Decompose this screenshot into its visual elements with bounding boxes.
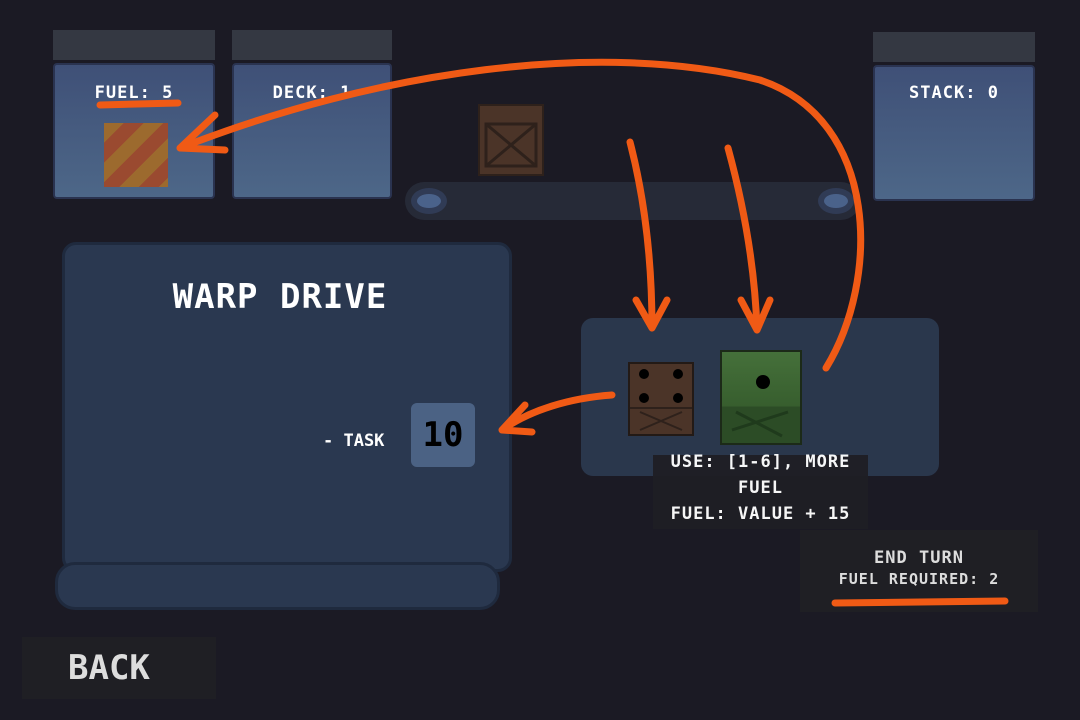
scroll-bottom: [55, 562, 500, 610]
end-turn-label: END TURN: [874, 548, 964, 568]
task-label: - TASK: [323, 431, 385, 451]
stack-slot-header: [873, 32, 1035, 62]
tooltip-line: FUEL: [738, 478, 783, 498]
tooltip-line: FUEL: VALUE + 15: [670, 504, 851, 524]
underline-fuel-required: [831, 597, 1009, 607]
tooltip: USE: [1-6], MORE FUEL FUEL: VALUE + 15: [653, 452, 868, 529]
dice-tray: [581, 318, 939, 476]
fuel-slot-header: [53, 30, 215, 60]
arrow-down-left: [626, 138, 671, 332]
arrow-to-task: [498, 391, 616, 436]
fuel-slot[interactable]: FUEL: 5: [53, 63, 215, 199]
deck-slot[interactable]: DECK: 1: [232, 63, 392, 199]
stack-count: STACK: 0: [909, 83, 999, 103]
deck-slot-header: [232, 30, 392, 60]
card-scroll: WARP DRIVE - TASK 10: [62, 242, 512, 572]
tooltip-line: USE: [1-6], MORE: [670, 452, 851, 472]
back-button[interactable]: BACK: [22, 637, 216, 699]
belt-wheel-icon: [818, 188, 854, 214]
arrow-stack-to-fuel: [176, 58, 865, 372]
arrow-down-right: [724, 144, 774, 334]
crate-die[interactable]: [478, 104, 544, 176]
belt-wheel-icon: [411, 188, 447, 214]
underline-fuel: [96, 99, 182, 109]
fuel-required: FUEL REQUIRED: 2: [838, 570, 1000, 588]
conveyor-belt: [405, 182, 860, 220]
task-value: 10: [411, 403, 475, 467]
stack-slot[interactable]: STACK: 0: [873, 65, 1035, 201]
brown-die-four[interactable]: [628, 362, 694, 436]
card-title: WARP DRIVE: [172, 277, 388, 317]
fuel-count: FUEL: 5: [94, 83, 174, 103]
fuel-chevron-icon: [104, 123, 168, 187]
green-die-one[interactable]: [720, 350, 802, 445]
